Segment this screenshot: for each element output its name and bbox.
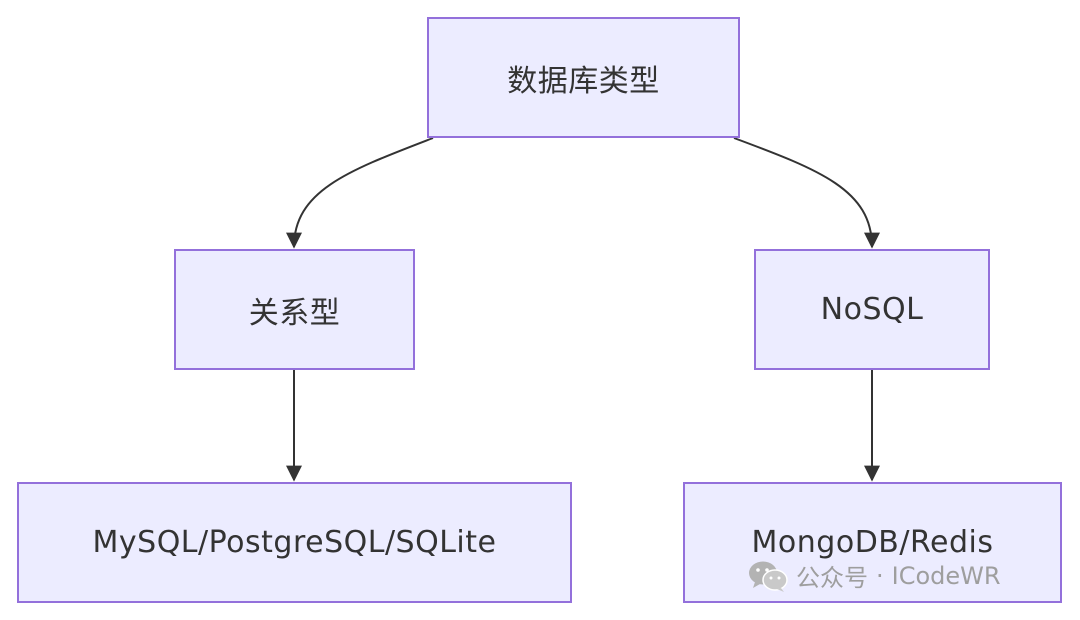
watermark-account: ICodeWR	[891, 561, 1001, 590]
watermark: 公众号 · ICodeWR	[748, 558, 1001, 593]
node-nosql-examples: MongoDB/Redis	[683, 482, 1062, 603]
wechat-icon	[749, 561, 788, 592]
node-label: MySQL/PostgreSQL/SQLite	[92, 525, 497, 560]
node-relational: 关系型	[174, 249, 415, 370]
node-label: MongoDB/Redis	[751, 525, 994, 560]
node-nosql: NoSQL	[754, 249, 990, 370]
node-label: 关系型	[248, 295, 341, 331]
edge-root-to-nosql	[733, 137, 880, 249]
watermark-platform: 公众号	[796, 564, 868, 592]
edge-root-to-relational	[286, 137, 434, 249]
node-label: NoSQL	[820, 292, 924, 327]
watermark-separator: ·	[876, 561, 884, 590]
node-database-types: 数据库类型	[427, 17, 740, 138]
node-relational-examples: MySQL/PostgreSQL/SQLite	[17, 482, 572, 603]
node-label: 数据库类型	[507, 63, 660, 99]
